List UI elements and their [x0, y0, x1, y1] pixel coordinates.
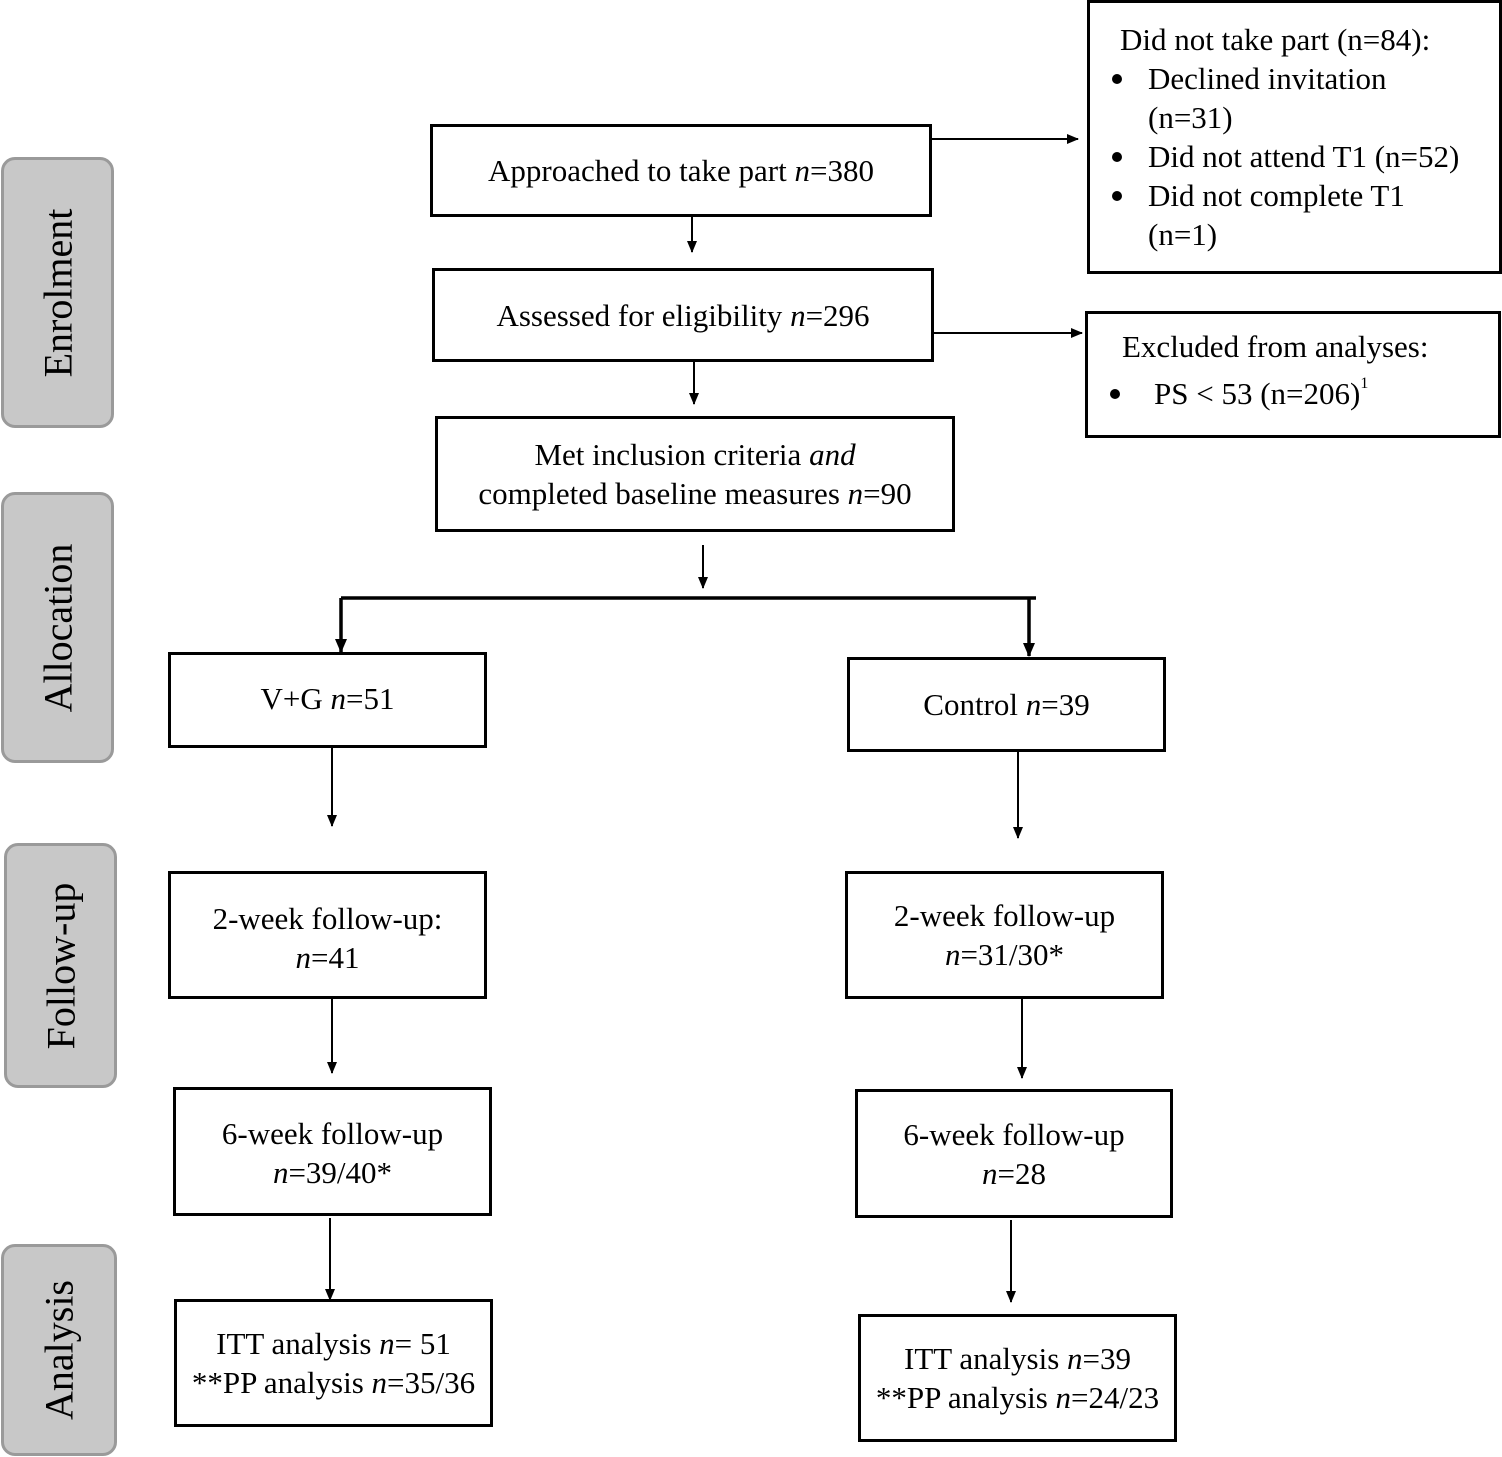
control-6week-box: 6-week follow-up n=28 [855, 1089, 1173, 1218]
met-criteria-box: Met inclusion criteria and completed bas… [435, 416, 955, 532]
stage-analysis: Analysis [1, 1244, 117, 1456]
approached-box: Approached to take part n=380 [430, 124, 932, 217]
did-not-take-part-list: Declined invitation(n=31) Did not attend… [1100, 59, 1491, 254]
stage-allocation: Allocation [1, 492, 114, 763]
list-item: Did not complete T1(n=1) [1100, 176, 1491, 254]
excluded-title: Excluded from analyses: [1122, 329, 1429, 364]
control-analysis-box: ITT analysis n=39 **PP analysis n=24/23 [858, 1314, 1177, 1442]
assessed-box: Assessed for eligibility n=296 [432, 268, 934, 362]
vg-6week-box: 6-week follow-up n=39/40* [173, 1087, 492, 1216]
stage-enrolment: Enrolment [1, 157, 114, 428]
vg-2week-box: 2-week follow-up: n=41 [168, 871, 487, 999]
control-2week-box: 2-week follow-up n=31/30* [845, 871, 1164, 999]
vg-group-box: V+G n=51 [168, 652, 487, 748]
list-item: PS < 53 (n=206)1 [1098, 374, 1490, 413]
excluded-list: PS < 53 (n=206)1 [1098, 374, 1490, 413]
stage-followup: Follow-up [4, 843, 117, 1088]
list-item: Declined invitation(n=31) [1100, 59, 1491, 137]
vg-analysis-box: ITT analysis n= 51 **PP analysis n=35/36 [174, 1299, 493, 1427]
excluded-box: Excluded from analyses: PS < 53 (n=206)1 [1085, 311, 1501, 438]
list-item: Did not attend T1 (n=52) [1100, 137, 1491, 176]
control-group-box: Control n=39 [847, 657, 1166, 752]
did-not-take-part-box: Did not take part (n=84): Declined invit… [1087, 0, 1502, 274]
footnote-marker: 1 [1360, 375, 1369, 392]
did-not-take-part-title: Did not take part (n=84): [1120, 22, 1431, 57]
